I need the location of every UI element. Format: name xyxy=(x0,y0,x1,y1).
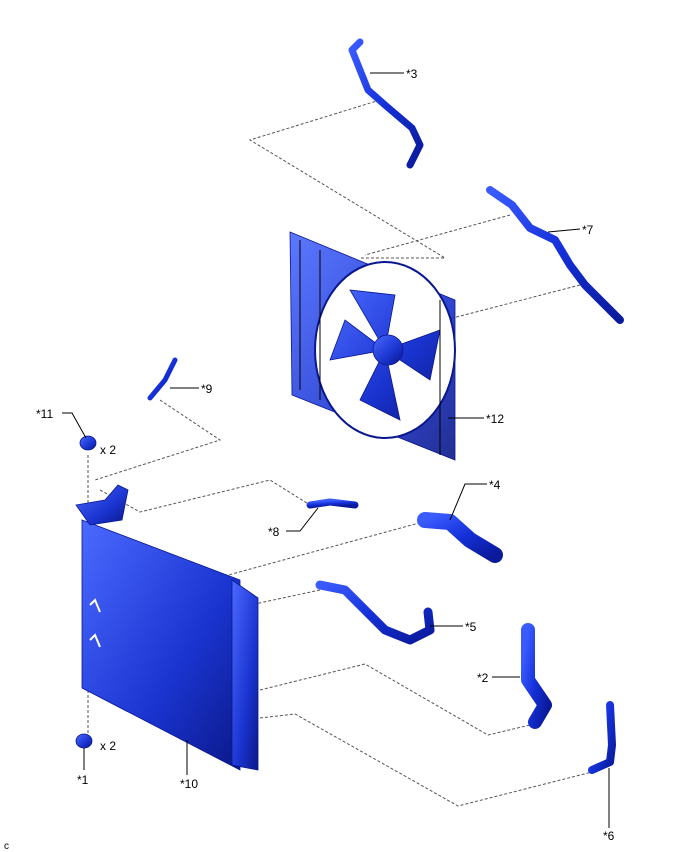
hose-2 xyxy=(521,623,552,729)
label-12: *12 xyxy=(486,412,504,426)
label-1: *1 xyxy=(77,773,89,787)
label-7: *7 xyxy=(582,223,594,237)
qty-label-top: x 2 xyxy=(100,443,116,457)
label-10: *10 xyxy=(180,777,198,791)
label-9: *9 xyxy=(201,382,213,396)
corner-mark: c xyxy=(4,841,9,852)
hose-5 xyxy=(315,580,435,645)
label-8: *8 xyxy=(268,525,280,539)
label-2: *2 xyxy=(477,671,489,685)
hose-8 xyxy=(306,498,359,509)
qty-label-bottom: x 2 xyxy=(100,739,116,753)
label-3: *3 xyxy=(406,67,418,81)
leader-lines xyxy=(62,72,610,828)
fan-shroud-12 xyxy=(289,231,456,461)
radiator-10 xyxy=(75,484,259,771)
hose-7 xyxy=(486,186,624,324)
hose-9 xyxy=(147,357,178,401)
cushion-11 xyxy=(79,435,97,451)
hose-3 xyxy=(348,38,424,169)
label-6: *6 xyxy=(603,829,615,843)
label-5: *5 xyxy=(465,620,477,634)
hose-6 xyxy=(588,701,616,774)
cushion-1 xyxy=(75,733,93,749)
hose-4 xyxy=(417,512,503,563)
label-4: *4 xyxy=(489,478,501,492)
label-11: *11 xyxy=(36,407,53,421)
